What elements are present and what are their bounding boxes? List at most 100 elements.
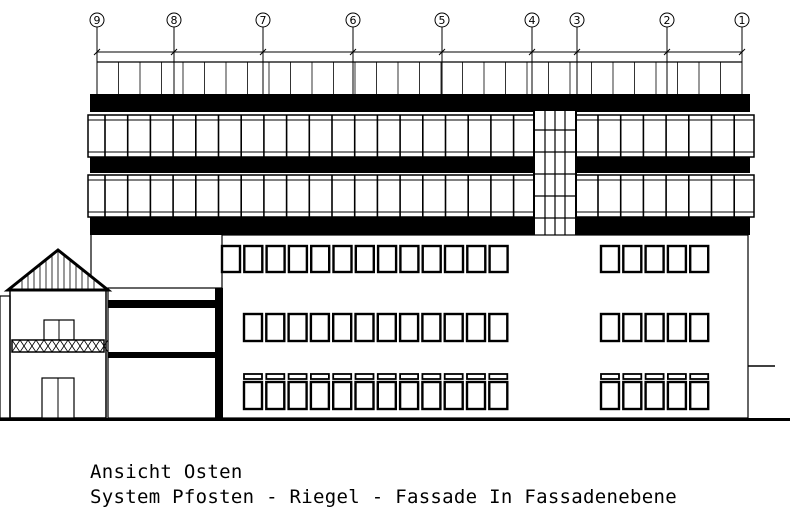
window	[354, 380, 375, 411]
window	[242, 380, 264, 411]
window	[465, 380, 487, 411]
axis-label: 9	[94, 14, 101, 27]
window	[265, 380, 286, 411]
axis-label: 7	[260, 14, 267, 27]
dimension-tick	[438, 48, 446, 56]
window	[599, 380, 621, 411]
floor-slab	[90, 157, 750, 173]
roof-slab	[90, 94, 750, 112]
window	[488, 312, 509, 343]
annex-side-wall	[0, 295, 11, 419]
window-transom	[309, 373, 330, 380]
window	[443, 244, 465, 274]
window-transom	[443, 373, 464, 380]
window	[398, 380, 420, 411]
drawing-subtitle: System Pfosten - Riegel - Fassade In Fas…	[90, 486, 677, 508]
window	[644, 312, 665, 343]
window	[689, 244, 710, 274]
balcony-cross	[35, 339, 45, 353]
window	[354, 312, 375, 343]
window	[287, 312, 308, 343]
window	[376, 244, 398, 274]
window	[376, 312, 397, 343]
axis-label: 3	[574, 14, 581, 27]
window	[599, 244, 621, 274]
window	[332, 380, 353, 411]
window	[488, 244, 509, 274]
window-transom	[689, 373, 710, 380]
window-transom	[376, 373, 397, 380]
window	[622, 312, 643, 343]
balcony-cross	[11, 339, 21, 353]
balcony-cross	[75, 339, 85, 353]
window	[310, 244, 331, 274]
window	[421, 380, 442, 411]
dimension-tick	[93, 48, 101, 56]
connector-slab	[108, 352, 222, 358]
window	[421, 244, 442, 274]
window	[443, 312, 464, 343]
window-transom	[354, 373, 375, 380]
dimension-line	[93, 48, 746, 56]
window-transom	[332, 373, 353, 380]
connector-slab	[108, 300, 222, 308]
window	[466, 244, 487, 274]
balcony-cross	[19, 339, 29, 353]
window	[287, 244, 309, 274]
window	[399, 244, 420, 274]
ground-line	[0, 418, 790, 421]
window	[398, 312, 420, 343]
window-transom	[466, 373, 486, 380]
window	[265, 312, 286, 343]
balcony-cross	[43, 339, 53, 353]
balcony-cross	[83, 339, 93, 353]
window	[644, 380, 665, 411]
balcony-cross	[27, 339, 37, 353]
window	[309, 312, 331, 343]
annex-building	[0, 248, 223, 419]
axis-label: 2	[664, 14, 671, 27]
balcony-cross	[59, 339, 69, 353]
annex-balcony	[11, 339, 105, 353]
axis-label: 6	[350, 14, 357, 27]
window-transom	[488, 373, 509, 380]
window-transom	[667, 373, 687, 380]
window	[488, 380, 509, 411]
axis-label: 4	[529, 14, 536, 27]
window-transom	[622, 373, 643, 380]
lower-floors-windows	[90, 234, 749, 419]
window	[287, 380, 308, 411]
window-transom	[287, 373, 308, 380]
dimension-tick	[349, 48, 357, 56]
window	[644, 244, 665, 274]
balcony-cross	[91, 339, 101, 353]
balcony-cross	[51, 339, 61, 353]
window	[309, 380, 331, 411]
window	[242, 312, 264, 343]
glass-band	[87, 114, 755, 158]
glass-band	[87, 174, 755, 218]
window	[265, 244, 286, 274]
balcony-cross	[99, 339, 109, 353]
dimension-tick	[259, 48, 267, 56]
drawing-title: Ansicht Osten	[90, 461, 243, 483]
window	[622, 244, 643, 274]
roof-railing	[90, 61, 750, 112]
window	[243, 244, 264, 274]
window	[599, 312, 621, 343]
balcony-cross	[67, 339, 77, 353]
dimension-tick	[663, 48, 671, 56]
window	[332, 244, 353, 274]
window-transom	[243, 373, 263, 380]
window	[220, 244, 242, 274]
window-transom	[600, 373, 620, 380]
connector-column	[215, 288, 223, 418]
dimension-tick	[738, 48, 746, 56]
dimension-tick	[528, 48, 536, 56]
window-transom	[421, 373, 442, 380]
dimension-tick	[573, 48, 581, 56]
window	[666, 380, 688, 411]
window-transom	[644, 373, 665, 380]
floor-slab	[90, 217, 750, 235]
